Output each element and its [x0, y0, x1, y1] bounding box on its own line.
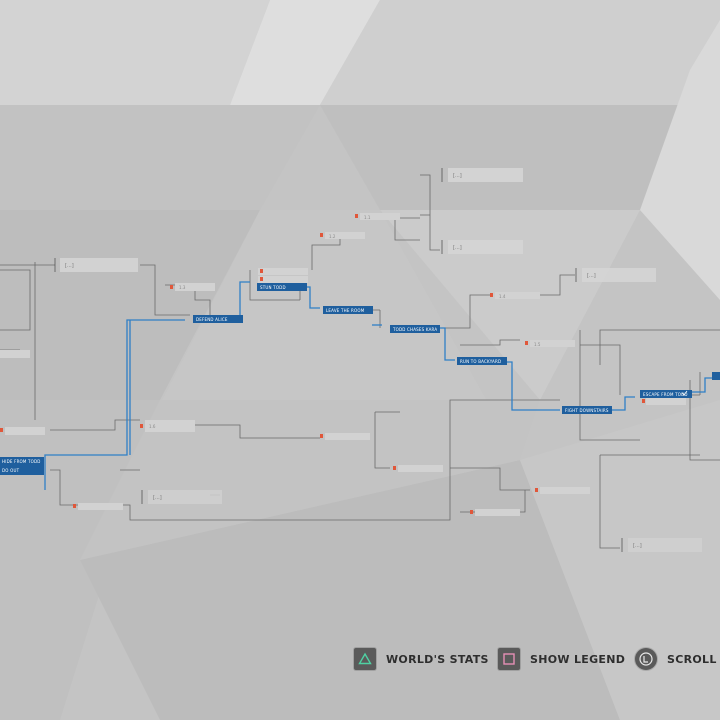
flow-connector-lines	[0, 174, 720, 549]
lock-icon	[642, 399, 645, 403]
svg-text:1.4: 1.4	[499, 294, 506, 299]
locked-node[interactable]	[73, 503, 123, 510]
lock-icon	[260, 277, 263, 281]
locked-node[interactable]	[258, 268, 308, 275]
unknown-node[interactable]: [...]	[575, 268, 656, 282]
locked-node[interactable]: 1.1	[355, 213, 400, 220]
completed-node[interactable]: LEAVE THE ROOM	[323, 306, 373, 314]
node-label: HIDE FROM TODD	[2, 459, 41, 464]
locked-node[interactable]	[642, 398, 686, 405]
completed-node[interactable]: TODD CHASES KARA	[390, 325, 440, 333]
svg-text:1.5: 1.5	[534, 342, 541, 347]
locked-node[interactable]: 1.2	[320, 232, 365, 239]
locked-node[interactable]: 1.3	[170, 283, 215, 291]
unknown-node[interactable]: [...]	[54, 258, 138, 272]
locked-node[interactable]: 1.5	[525, 340, 575, 347]
node-label: DEFEND ALICE	[196, 317, 228, 322]
node-label: LEAVE THE ROOM	[326, 308, 365, 313]
svg-text:1.6: 1.6	[149, 424, 156, 429]
lock-icon	[490, 293, 493, 297]
unknown-node-label: [...]	[153, 495, 162, 501]
node-label: TODD CHASES KARA	[392, 327, 437, 332]
left-stick-icon	[635, 648, 657, 670]
node-label: RUN TO BACKYARD	[460, 359, 501, 364]
lock-icon	[260, 269, 263, 273]
locked-nodes: 1.1 1.2 1.3 1.4 1.5 1.6	[0, 213, 686, 516]
unknown-node-label: [...]	[453, 173, 462, 179]
lock-icon	[320, 434, 323, 438]
svg-text:1.1: 1.1	[364, 215, 371, 220]
checkmark-icon	[681, 390, 688, 396]
node-label: DO OUT	[2, 468, 20, 473]
show-legend-label: SHOW LEGEND	[530, 652, 626, 666]
locked-node[interactable]	[320, 433, 370, 440]
completed-node[interactable]	[712, 372, 720, 380]
unknown-node-label: [...]	[65, 263, 74, 269]
completed-node[interactable]: DO OUT	[0, 466, 44, 475]
unknown-node-label: [...]	[453, 245, 462, 251]
locked-node[interactable]	[535, 487, 590, 494]
button-prompts: WORLD'S STATS SHOW LEGEND SCROLL	[0, 642, 720, 676]
locked-node[interactable]	[470, 509, 520, 516]
unknown-node[interactable]: [...]	[621, 538, 702, 552]
completed-node[interactable]: ESCAPE FROM TODD	[640, 390, 692, 398]
completed-node[interactable]: DEFEND ALICE	[193, 315, 243, 323]
triangle-icon	[354, 648, 376, 670]
lock-icon	[525, 341, 528, 345]
locked-node[interactable]: 1.6	[140, 420, 195, 432]
lock-icon	[170, 285, 173, 289]
locked-node[interactable]: 1.4	[490, 292, 540, 299]
completed-node[interactable]: HIDE FROM TODD	[0, 457, 44, 466]
locked-node[interactable]	[258, 276, 308, 283]
lock-icon	[320, 233, 323, 237]
square-icon	[498, 648, 520, 670]
unknown-node-label: [...]	[633, 543, 642, 549]
unknown-node[interactable]: [...]	[441, 168, 523, 182]
lock-icon	[393, 466, 396, 470]
unknown-node-label: [...]	[587, 273, 596, 279]
svg-text:1.3: 1.3	[179, 285, 186, 290]
svg-text:1.2: 1.2	[329, 234, 336, 239]
lock-icon	[470, 510, 473, 514]
lock-icon	[355, 214, 358, 218]
locked-node[interactable]	[0, 427, 45, 435]
worlds-stats-button[interactable]: WORLD'S STATS	[354, 642, 489, 676]
lock-icon	[73, 504, 76, 508]
node-label: ESCAPE FROM TODD	[643, 392, 688, 397]
completed-node[interactable]: FIGHT DOWNSTAIRS	[562, 406, 612, 414]
lock-icon	[535, 488, 538, 492]
lock-icon	[0, 428, 3, 432]
active-path	[44, 281, 712, 490]
unknown-node[interactable]: [...]	[441, 240, 523, 254]
show-legend-button[interactable]: SHOW LEGEND	[498, 642, 625, 676]
lock-icon	[140, 424, 143, 428]
worlds-stats-label: WORLD'S STATS	[386, 652, 489, 666]
node-label: STUN TODD	[260, 285, 286, 290]
completed-node[interactable]: STUN TODD	[257, 283, 307, 291]
locked-node[interactable]	[393, 465, 443, 472]
unknown-node[interactable]: [...]	[141, 490, 222, 504]
scroll-label: SCROLL	[667, 652, 717, 666]
node-label: FIGHT DOWNSTAIRS	[565, 408, 609, 413]
locked-node[interactable]	[0, 350, 30, 358]
completed-node[interactable]: RUN TO BACKYARD	[457, 357, 507, 365]
scroll-button[interactable]: SCROLL	[635, 642, 717, 676]
